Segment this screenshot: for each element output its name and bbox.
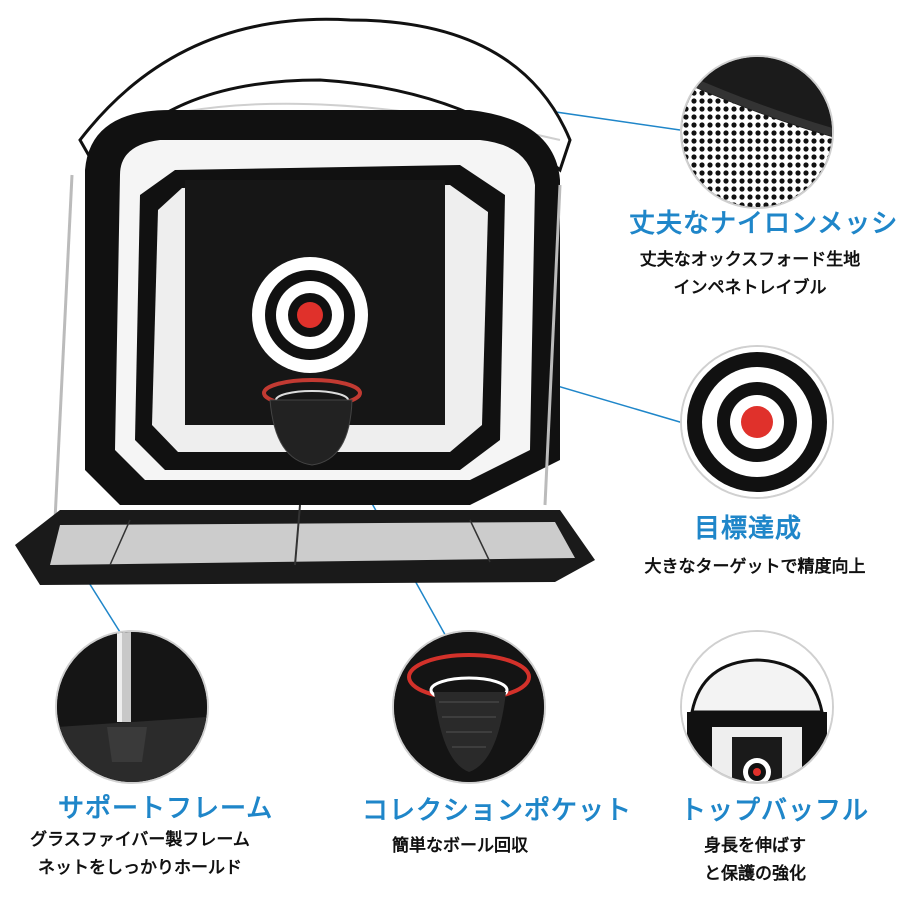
target-description: 大きなターゲットで精度向上 (630, 553, 880, 581)
frame-title: サポートフレーム (58, 794, 274, 824)
baffle-desc-line-2: と保護の強化 (704, 864, 806, 884)
frame-pole-icon (57, 632, 207, 782)
pocket-description: 簡単なボール回収 (340, 832, 580, 860)
target-desc-line-1: 大きなターゲットで精度向上 (644, 557, 866, 577)
pocket-desc-line-1: 簡単なボール回収 (392, 836, 528, 856)
baffle-title: トップバッフル (680, 796, 870, 826)
baffle-description: 身長を伸ばす と保護の強化 (640, 832, 870, 888)
nylon-desc-line-2: インペネトレイブル (673, 278, 827, 298)
frame-desc-line-2: ネットをしっかりホールド (38, 858, 242, 878)
detail-image-baffle (680, 630, 834, 784)
nylon-description: 丈夫なオックスフォード生地 インペネトレイブル (630, 246, 870, 302)
mesh-icon (682, 57, 832, 207)
detail-image-frame (55, 630, 209, 784)
golf-net-product-image (15, 17, 595, 585)
target-icon (682, 347, 832, 497)
detail-image-target (680, 345, 834, 499)
detail-image-pocket (392, 630, 546, 784)
pocket-hoop-icon (394, 632, 544, 782)
baffle-icon (682, 632, 832, 782)
baffle-desc-line-1: 身長を伸ばす (704, 836, 806, 856)
frame-desc-line-1: グラスファイバー製フレーム (30, 830, 250, 850)
detail-image-mesh (680, 55, 834, 209)
pocket-title: コレクションポケット (362, 796, 633, 826)
nylon-desc-line-1: 丈夫なオックスフォード生地 (639, 250, 861, 270)
frame-description: グラスファイバー製フレーム ネットをしっかりホールド (10, 826, 270, 882)
target-title: 目標達成 (694, 514, 803, 544)
nylon-title: 丈夫なナイロンメッシュ (629, 209, 900, 239)
